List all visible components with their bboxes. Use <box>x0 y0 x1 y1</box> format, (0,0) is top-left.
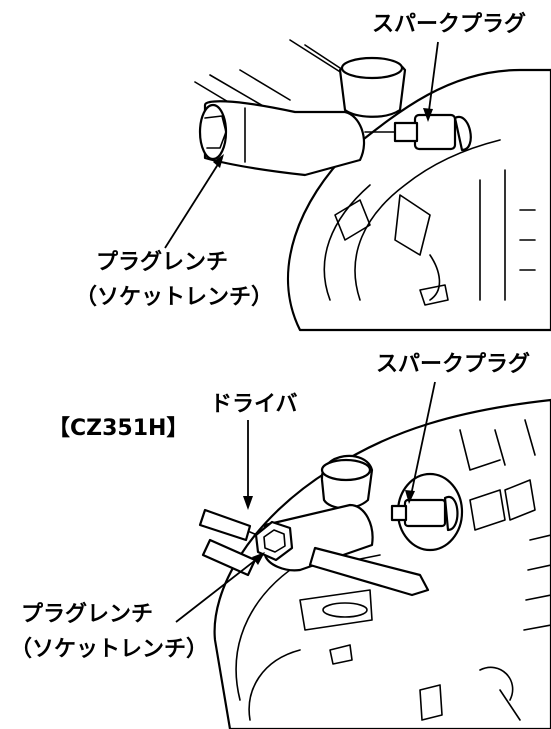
bottom-spark-plug-pointer <box>409 381 436 501</box>
top-wrench-arrowhead <box>213 154 224 168</box>
bottom-wrench-label-line1: プラグレンチ <box>21 602 154 627</box>
bottom-spark-plug-label: スパークプラグ <box>376 352 531 377</box>
bottom-wrench-label-line2: （ソケットレンチ） <box>10 637 209 662</box>
top-spark-plug-arrowhead <box>423 108 433 122</box>
bottom-spark-plug-arrowhead <box>405 490 415 504</box>
top-wrench-label-line2: （ソケットレンチ） <box>75 285 274 310</box>
bottom-plug-wrench <box>254 503 430 597</box>
top-hose <box>289 39 407 118</box>
bottom-hose <box>320 454 374 510</box>
top-wrench-label-line1: プラグレンチ <box>96 250 229 275</box>
bottom-driver-arrowhead <box>243 496 253 510</box>
bottom-wrench-pointer <box>175 554 263 623</box>
bottom-wrench-arrowhead <box>252 552 265 565</box>
top-spark-plug <box>364 113 472 152</box>
model-label: 【CZ351H】 <box>48 416 189 441</box>
top-wrench-pointer <box>164 157 223 249</box>
top-spark-plug-label: スパークプラグ <box>372 12 527 37</box>
top-plug-wrench <box>194 69 365 177</box>
top-spark-plug-pointer <box>427 41 439 119</box>
top-engine-housing <box>286 68 551 332</box>
bottom-driver-label: ドライバ <box>210 392 298 417</box>
